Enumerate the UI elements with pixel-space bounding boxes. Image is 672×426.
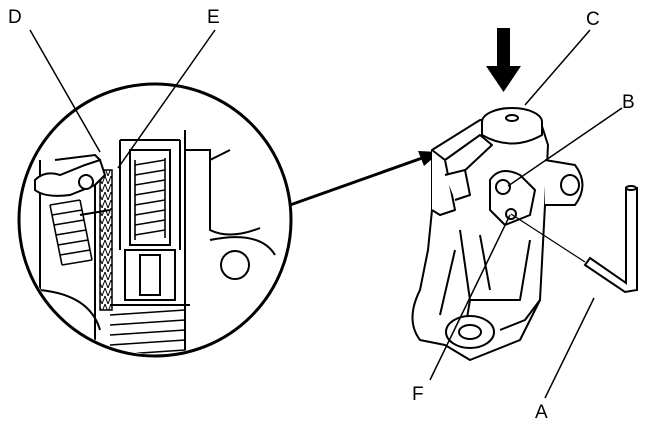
- pawl-pivot: [78, 174, 94, 190]
- callout-D: D: [8, 7, 22, 28]
- leader-B: [507, 107, 623, 187]
- pawl-spring: [49, 199, 93, 266]
- tensioner-body: [411, 107, 584, 361]
- lower-spring: [109, 309, 186, 354]
- leader-C: [524, 29, 591, 106]
- callout-A: A: [535, 402, 548, 423]
- ratchet-rack: [99, 169, 113, 311]
- leader-E: [117, 29, 216, 169]
- detail-connector: [289, 151, 440, 207]
- leader-F: [429, 214, 511, 381]
- callout-F: F: [412, 384, 424, 405]
- callout-B: B: [622, 92, 635, 113]
- mount-hole-right: [560, 174, 580, 196]
- press-down-arrow: [486, 28, 521, 92]
- pivot-bolt: [495, 179, 511, 195]
- callout-E: E: [207, 7, 220, 28]
- leader-lines: [29, 29, 623, 399]
- leader-A: [544, 297, 595, 399]
- callout-C: C: [586, 9, 600, 30]
- detail-magnifier: [17, 82, 293, 358]
- leader-D: [29, 29, 101, 153]
- plunger-spring: [134, 158, 166, 240]
- hex-wrench: [510, 185, 638, 294]
